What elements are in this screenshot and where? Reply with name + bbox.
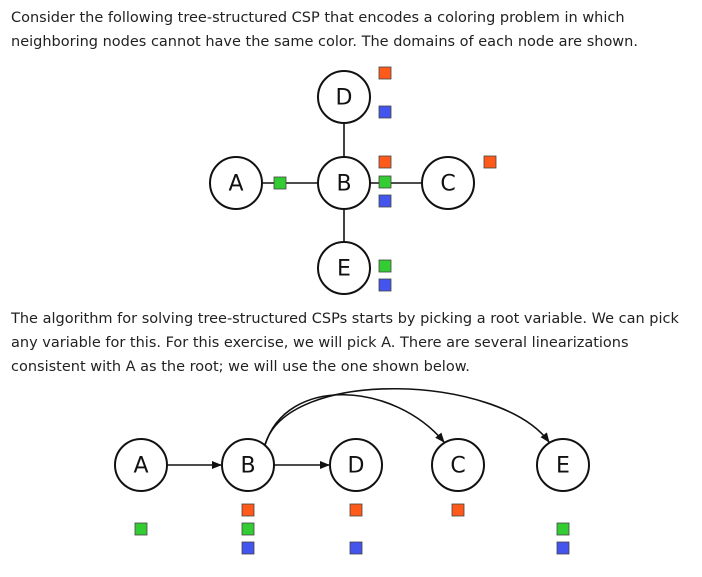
domain-square-blue (378, 278, 392, 292)
domain-square-red (241, 503, 255, 517)
domain-square-green (273, 176, 287, 190)
tree-node-e: E (317, 241, 392, 295)
node-label: A (228, 172, 243, 197)
node-label: C (440, 172, 455, 197)
domain-square-green (241, 522, 255, 536)
linearization-node-c: C (431, 438, 485, 517)
domain-square-red (378, 155, 392, 169)
node-label: E (556, 454, 570, 479)
domain-square-blue (349, 541, 363, 555)
node-circle (536, 438, 590, 492)
node-circle (317, 241, 371, 295)
algorithm-paragraph: The algorithm for solving tree-structure… (11, 311, 679, 375)
linearization-node-e: E (536, 438, 590, 555)
node-circle (329, 438, 383, 492)
node-label: E (337, 257, 351, 282)
linearization-arrows (167, 387, 550, 469)
intro-paragraph: Consider the following tree-structured C… (11, 10, 638, 50)
domain-square-red (451, 503, 465, 517)
domain-square-red (378, 66, 392, 80)
domain-square-green (134, 522, 148, 536)
arrow-b-c (264, 394, 445, 446)
node-circle (431, 438, 485, 492)
node-label: D (348, 454, 365, 479)
node-circle (209, 156, 263, 210)
node-circle (421, 156, 475, 210)
domain-square-blue (378, 105, 392, 119)
linearization-node-d: D (329, 438, 383, 555)
linearization-node-b: B (221, 438, 275, 555)
domain-square-green (378, 175, 392, 189)
node-label: B (240, 454, 255, 479)
tree-node-a: A (209, 156, 287, 210)
tree-node-d: D (317, 66, 392, 124)
tree-node-c: C (421, 155, 497, 210)
domain-square-blue (241, 541, 255, 555)
node-circle (114, 438, 168, 492)
linearization-node-a: A (114, 438, 168, 536)
domain-square-green (378, 259, 392, 273)
node-label: D (336, 86, 353, 111)
node-label: C (450, 454, 465, 479)
node-label: B (336, 172, 351, 197)
domain-square-blue (556, 541, 570, 555)
node-circle (317, 156, 371, 210)
domain-square-green (556, 522, 570, 536)
domain-square-red (349, 503, 363, 517)
domain-square-red (483, 155, 497, 169)
node-circle (221, 438, 275, 492)
tree-node-b: B (317, 155, 392, 210)
node-circle (317, 70, 371, 124)
tree-nodes: D A B C E (209, 66, 497, 295)
arrow-b-e (264, 387, 550, 446)
node-label: A (133, 454, 148, 479)
domain-square-blue (378, 194, 392, 208)
